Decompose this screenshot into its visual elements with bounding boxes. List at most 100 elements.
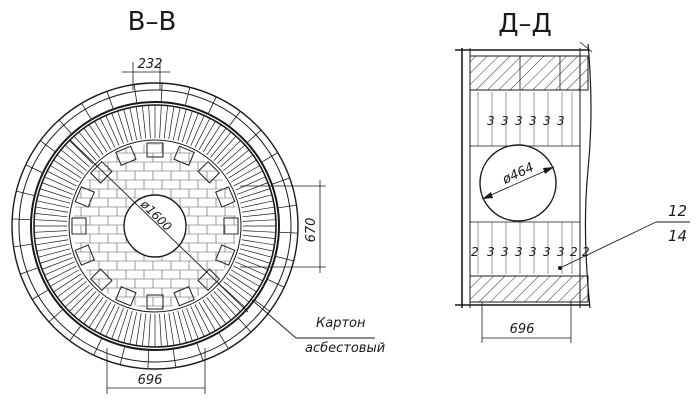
brick-mark-bottom: 3 (501, 245, 509, 259)
radial-brick-tick (69, 140, 94, 165)
radial-brick-tick (142, 313, 147, 347)
radial-brick-tick (228, 273, 257, 293)
radial-brick-tick (88, 124, 108, 153)
right-view-title: Д–Д (498, 9, 552, 39)
shell-segment-tick (272, 177, 290, 185)
radial-brick-tick (117, 110, 129, 143)
shell-segment-tick (12, 218, 31, 221)
radial-brick-tick (159, 105, 162, 139)
radial-brick-tick (172, 107, 181, 140)
shell-segment-tick (267, 279, 285, 288)
brick-block (146, 294, 164, 310)
radial-brick-tick (223, 281, 250, 303)
radial-brick-tick (50, 269, 79, 287)
radial-brick-tick (239, 194, 272, 204)
radial-brick-tick (239, 248, 272, 258)
radial-brick-tick (60, 281, 87, 303)
brick-block (89, 160, 113, 184)
radial-brick-tick (56, 277, 85, 298)
radial-brick-tick (177, 109, 187, 142)
shell-segment-tick (196, 343, 204, 361)
radial-brick-tick (198, 121, 216, 150)
brick-block (223, 217, 239, 235)
shell-segment-tick (262, 152, 278, 163)
brick-mark-top: 3 (529, 114, 537, 128)
brick-block (197, 160, 221, 184)
left-view-title: В–В (128, 7, 177, 37)
radial-brick-tick (172, 312, 181, 345)
position-lower-label: 14 (668, 227, 687, 245)
shell-segment-tick (25, 164, 43, 173)
dim-670-label: 670 (304, 218, 319, 243)
radial-brick-tick (64, 284, 90, 308)
radial-brick-tick (181, 309, 193, 342)
radial-brick-tick (237, 182, 269, 195)
radial-brick-tick (177, 310, 187, 343)
radial-brick-tick (233, 265, 263, 282)
radial-brick-tick (39, 188, 72, 200)
opening-diameter-line (481, 166, 555, 200)
radial-brick-tick (238, 188, 271, 200)
radial-brick-tick (242, 234, 276, 239)
shell-segment-tick (93, 338, 102, 356)
shell-segment-tick (58, 119, 72, 134)
brick-mark-bottom: 2 (582, 245, 590, 259)
radial-brick-tick (142, 105, 147, 139)
bottom-hatched-band (469, 275, 589, 303)
radial-brick-tick (213, 291, 237, 317)
radial-brick-tick (99, 118, 116, 148)
brick-block (146, 142, 164, 158)
shell-segment-tick (247, 129, 262, 143)
radial-brick-tick (41, 257, 73, 270)
radial-brick-tick (83, 127, 104, 156)
radial-brick-tick (198, 302, 216, 331)
material-label-line1: Картон (316, 316, 366, 331)
radial-brick-tick (213, 135, 237, 161)
shell-segment-tick (185, 87, 191, 105)
radial-brick-tick (34, 219, 68, 222)
radial-brick-tick (168, 312, 175, 346)
radial-brick-tick (38, 194, 71, 204)
radial-brick-tick (216, 140, 241, 165)
shell-segment-tick (32, 289, 48, 300)
radial-brick-tick (36, 243, 69, 252)
radial-brick-tick (242, 219, 276, 222)
brick-mark-top: 3 (501, 114, 509, 128)
shell-segment-tick (106, 91, 114, 109)
radial-brick-tick (44, 261, 75, 276)
radial-brick-tick (64, 144, 90, 168)
top-hatched-band (469, 55, 589, 91)
brick-mark-bottom: 3 (543, 245, 551, 259)
brick-block (74, 244, 95, 266)
radial-brick-tick (135, 312, 142, 346)
radial-brick-tick (69, 287, 94, 312)
opening-arrow-right (543, 167, 554, 174)
diameter-leader (69, 139, 249, 313)
radial-brick-tick (73, 291, 97, 317)
dim-696-left-label: 696 (138, 373, 163, 388)
radial-brick-tick (111, 308, 124, 340)
callout-leader (559, 221, 657, 269)
radial-brick-tick (241, 239, 275, 246)
dim-696-right-label: 696 (510, 322, 535, 337)
radial-brick-tick (73, 135, 97, 161)
brick-block (74, 186, 95, 208)
radial-brick-tick (78, 294, 100, 321)
radial-brick-tick (39, 252, 72, 264)
center-opening (123, 194, 187, 258)
position-upper-label: 12 (668, 202, 687, 220)
radial-brick-tick (83, 296, 104, 325)
radial-brick-tick (186, 112, 199, 144)
radial-brick-tick (202, 124, 222, 153)
radial-brick-tick (233, 170, 263, 187)
radial-brick-tick (123, 310, 133, 343)
radial-brick-tick (237, 257, 269, 270)
radial-brick-tick (53, 273, 82, 293)
radial-brick-tick (241, 200, 274, 209)
radial-brick-tick (210, 131, 232, 158)
brick-block (215, 244, 236, 266)
radial-brick-tick (202, 299, 222, 328)
brick-mark-bottom: 3 (557, 245, 565, 259)
